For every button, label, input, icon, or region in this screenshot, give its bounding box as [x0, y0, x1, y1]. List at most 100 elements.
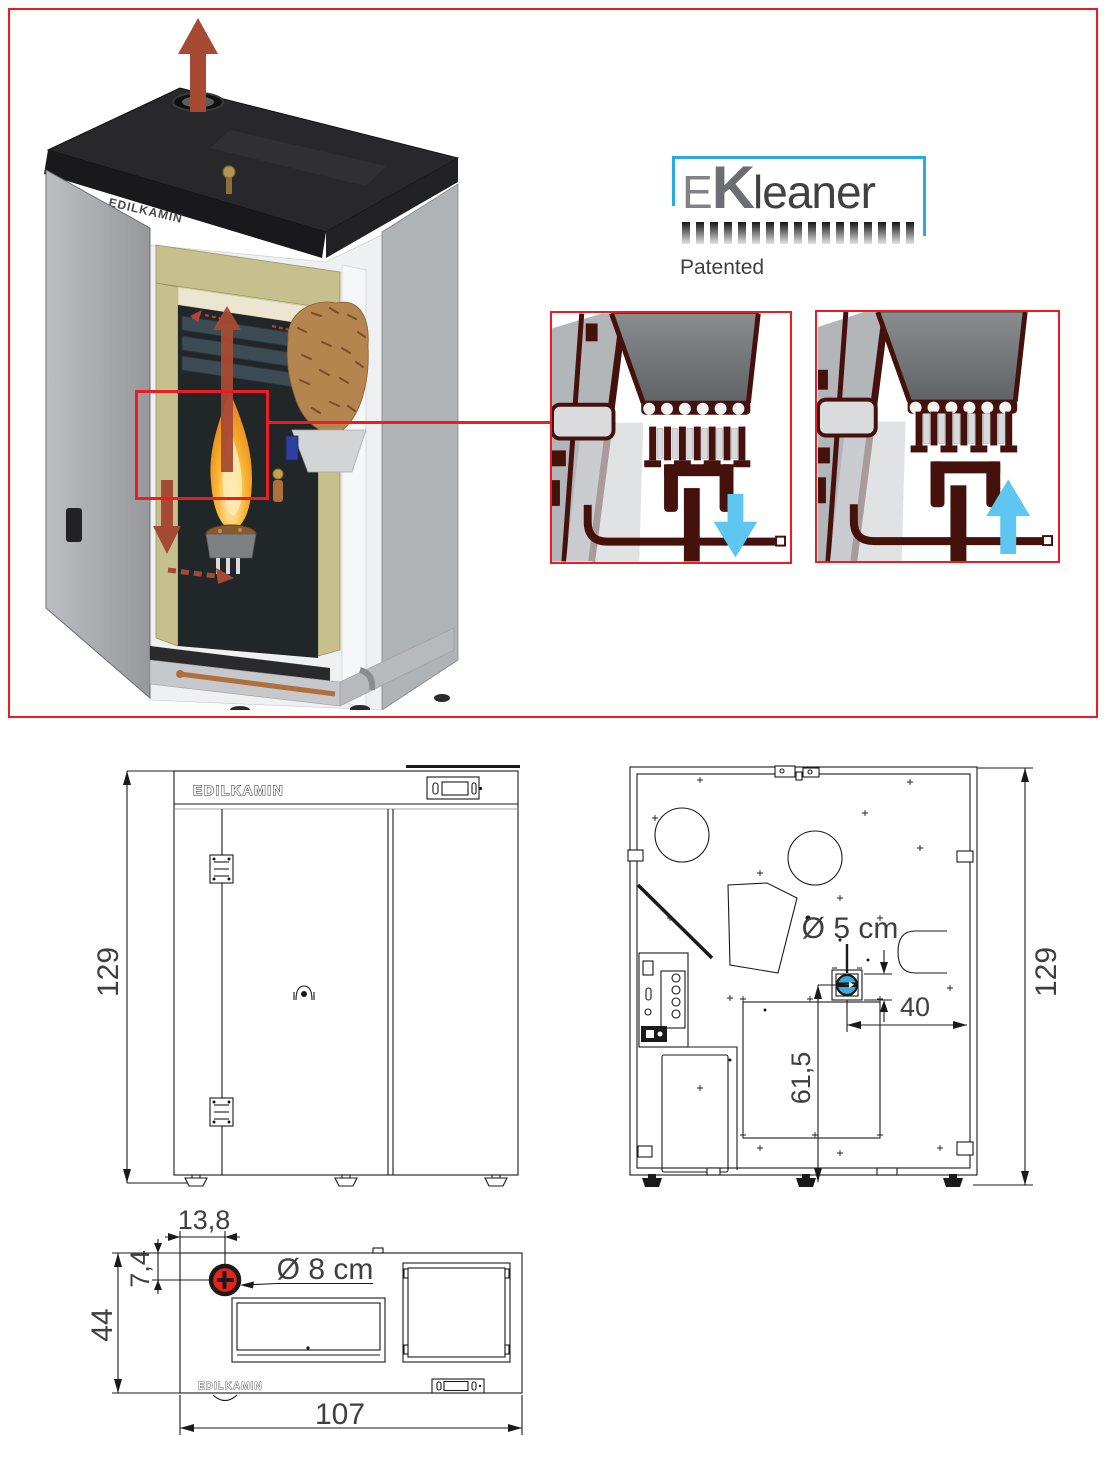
- dim-107-label: 107: [315, 1398, 365, 1431]
- safety-valve: [222, 165, 236, 194]
- pipe-stub: [817, 397, 878, 438]
- dim-40-label: 40: [900, 992, 930, 1022]
- hopper-funnel: [291, 429, 367, 473]
- dim-13-8-label: 13,8: [178, 1205, 231, 1235]
- pipe-stub: [552, 402, 616, 441]
- side-latches: [627, 849, 974, 1158]
- intake-diameter-label: Ø 5 cm: [802, 912, 899, 945]
- front-latch-arc: [212, 1394, 238, 1402]
- rear-height-dimension: 129: [973, 767, 1063, 1186]
- front-height-label: 129: [92, 947, 125, 997]
- logo-cyan-bracket-left: [672, 156, 675, 206]
- rear-height-label: 129: [1030, 947, 1063, 997]
- control-display: [426, 776, 483, 800]
- door-latch: [66, 508, 82, 542]
- top-display: [431, 1378, 485, 1394]
- intake-diameter-callout: Ø 5 cm: [802, 912, 899, 973]
- copper-pipe: [179, 671, 336, 697]
- flue-exhaust-arrow-up-icon: [178, 18, 218, 112]
- flue-offset-side-dimension: 7,4: [125, 1239, 210, 1294]
- logo-leaner: leaner: [753, 166, 876, 218]
- front-brand-logo: EDILKAMIN: [193, 782, 284, 798]
- burner-pot: [205, 533, 257, 559]
- actuator-fork-down: [664, 464, 734, 562]
- rear-hand-cutout: [897, 930, 947, 974]
- lower-left-panel: [661, 1054, 729, 1173]
- burner-cylinder: [609, 313, 761, 415]
- width-dimension: 107: [179, 1395, 523, 1435]
- cleaner-down-drawing: [552, 313, 787, 562]
- detail-leader-line: [267, 421, 554, 424]
- left-side-panel: [45, 169, 151, 700]
- detail-view-cleaner-down: [550, 311, 792, 564]
- burner-cylinder: [875, 312, 1028, 414]
- cleaner-comb-down: [644, 426, 751, 468]
- cleaner-up-drawing: [817, 312, 1054, 561]
- rear-port-circle-center: [787, 830, 843, 886]
- base-platform: [149, 627, 455, 710]
- logo-letter-e: E: [682, 166, 713, 218]
- rear-panel-rect: [742, 1001, 881, 1139]
- cleaner-down-arrow-icon: [713, 494, 758, 558]
- firebox: [178, 305, 318, 658]
- top-brand-logo: EDILKAMIN: [198, 1381, 263, 1392]
- right-side-panel: [381, 183, 459, 710]
- pellet-pile: [286, 301, 369, 434]
- patented-label: Patented: [680, 256, 765, 279]
- logo-letter-k: K: [711, 154, 755, 221]
- cut-wall: [817, 312, 906, 561]
- ash-drop-arrow-down-icon: [153, 480, 181, 554]
- rear-feet: [642, 1174, 963, 1187]
- cleaner-up-arrow-icon: [986, 479, 1031, 555]
- diagonal-brace: [636, 883, 714, 960]
- top-view-drawing: Ø 8 cm EDILKAMIN: [88, 1205, 523, 1435]
- hot-air-rise-arrow-icon: [213, 306, 241, 472]
- front-elevation-drawing: EDILKAMIN: [92, 765, 520, 1187]
- top-brackets: [774, 765, 820, 781]
- inspection-lid: [402, 1262, 511, 1363]
- top-cap: EDILKAMIN: [44, 87, 460, 258]
- feeder-solenoid: [285, 435, 299, 461]
- logo-cyan-bracket-top: [672, 156, 926, 159]
- cleaner-comb-up: [910, 411, 1018, 453]
- front-feet: [184, 1174, 508, 1187]
- logo-stripes: [682, 222, 920, 244]
- actuator-fork-up: [930, 461, 1001, 561]
- pellet-hopper: [272, 301, 369, 502]
- hopper-lid: [231, 1297, 386, 1363]
- rear-elevation-drawing: Ø 5 cm 40 61,5: [627, 765, 1063, 1187]
- bottom-pipe: [583, 504, 781, 546]
- rear-port-circle-left: [654, 807, 710, 863]
- front-height-dimension: 129: [92, 770, 188, 1184]
- dim-61-5-label: 61,5: [786, 1052, 816, 1105]
- intake-offset-bottom-dimension: 61,5: [740, 984, 883, 1182]
- door-hinge-bottom: [209, 1097, 234, 1127]
- detail-view-cleaner-up: [815, 310, 1060, 563]
- intake-offset-right-dimension: 40: [846, 992, 967, 1032]
- door-hinge-top: [209, 854, 234, 884]
- depth-dimension: 44: [88, 1252, 180, 1394]
- hero-panel: EDILKAMIN: [8, 8, 1098, 718]
- logo-cyan-bracket-right: [923, 156, 926, 236]
- intake-small-ticks: [864, 950, 892, 1022]
- screw-marks: [652, 777, 953, 1156]
- rear-cutout-polygon: [727, 882, 798, 974]
- ash-flow-dashed-arrow: [167, 567, 217, 579]
- handle-tube: [358, 667, 376, 691]
- dot-marks: [728, 915, 870, 1062]
- bottom-pipe: [849, 504, 1048, 546]
- panel-step-outline: [688, 1046, 738, 1170]
- stove-cutaway-illustration: EDILKAMIN: [44, 18, 460, 710]
- logo-wordmark: EKleaner: [682, 158, 876, 218]
- burner-highlight-rect: [135, 390, 269, 500]
- flue-outlet: [208, 1263, 242, 1297]
- terminal-panel: [638, 952, 689, 1048]
- copper-fitting: [273, 480, 283, 502]
- dim-44-label: 44: [88, 1308, 119, 1341]
- ekleaner-logo: EKleaner Patented: [672, 156, 942, 286]
- dim-7-4-label: 7,4: [125, 1250, 155, 1288]
- door-lock-icon: [293, 985, 315, 1001]
- flue-diameter-callout: Ø 8 cm: [240, 1253, 373, 1289]
- flue-offset-front-dimension: 13,8: [165, 1205, 240, 1266]
